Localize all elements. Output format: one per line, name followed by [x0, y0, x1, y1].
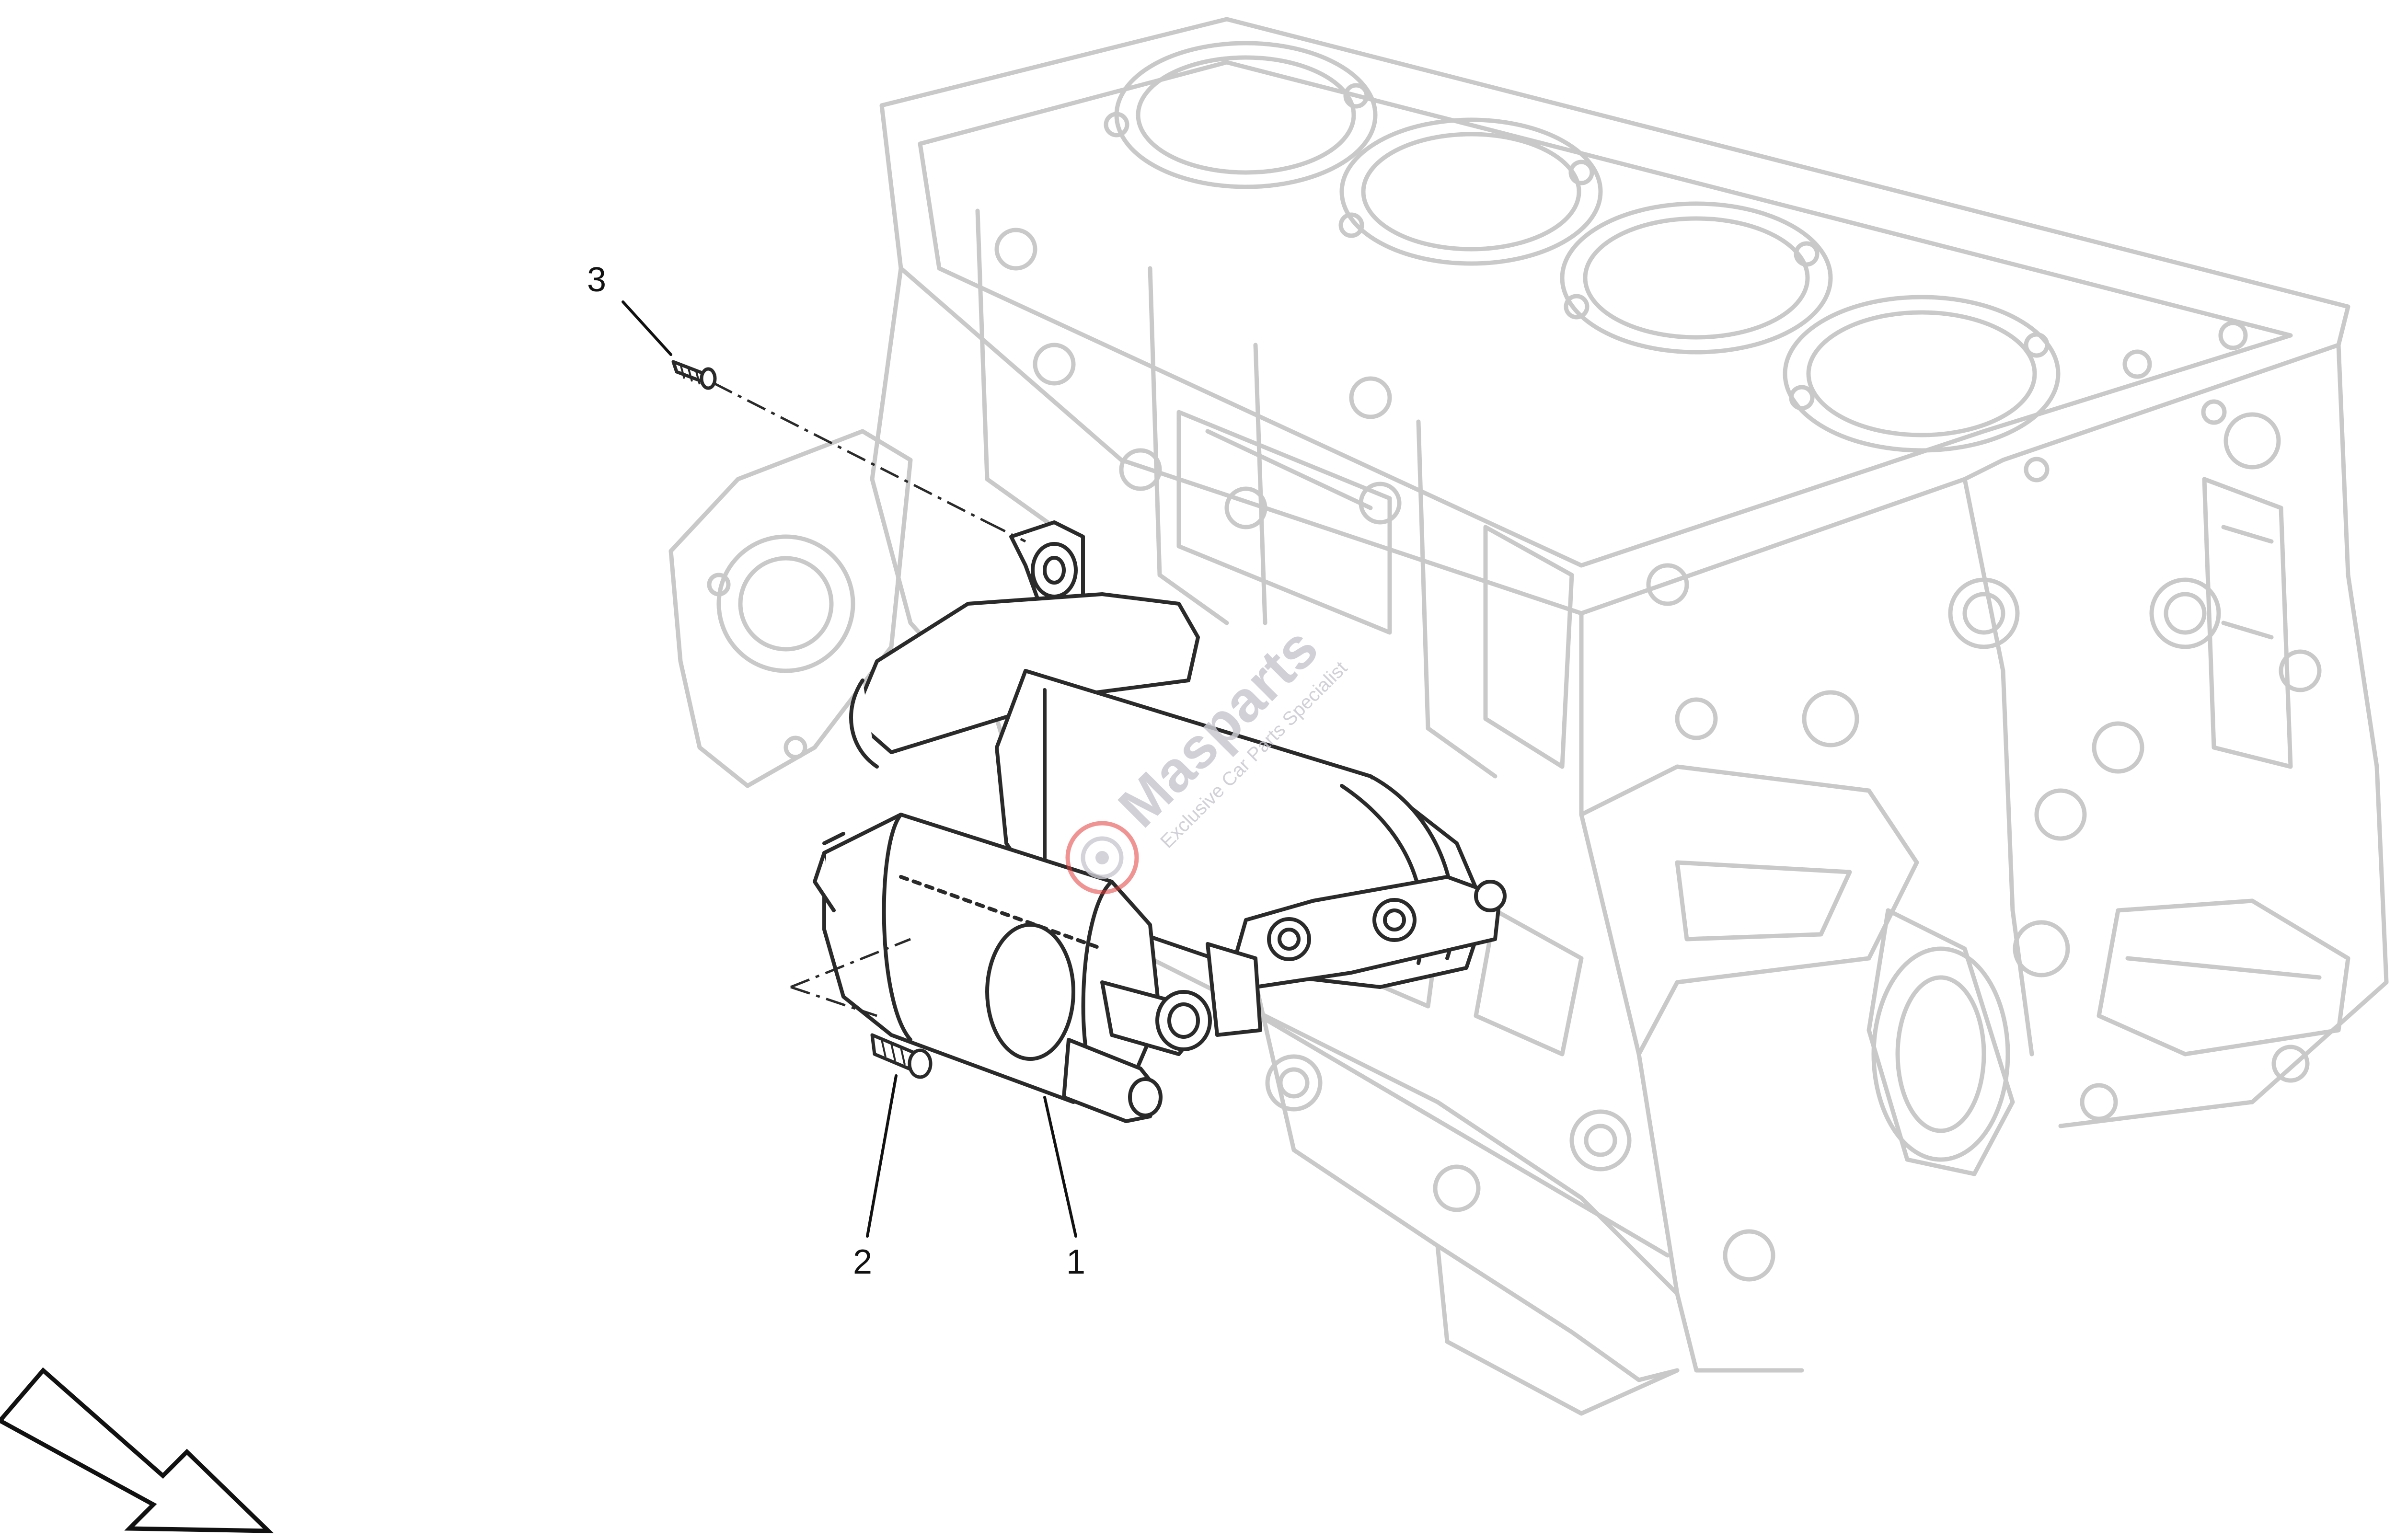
direction-arrow-icon [0, 1367, 274, 1533]
callout-label-2: 2 [853, 1243, 873, 1281]
watermark-logo-icon [1065, 821, 1139, 895]
callout-label-1: 1 [1066, 1243, 1086, 1281]
callout-label-3: 3 [587, 261, 607, 299]
bolt-3 [671, 360, 717, 390]
bolt-2 [870, 1033, 933, 1079]
leader-lines [622, 300, 1077, 1238]
assembly-lines [713, 382, 1026, 1017]
engine-block [668, 17, 2389, 1416]
starter-motor [813, 520, 1507, 1123]
